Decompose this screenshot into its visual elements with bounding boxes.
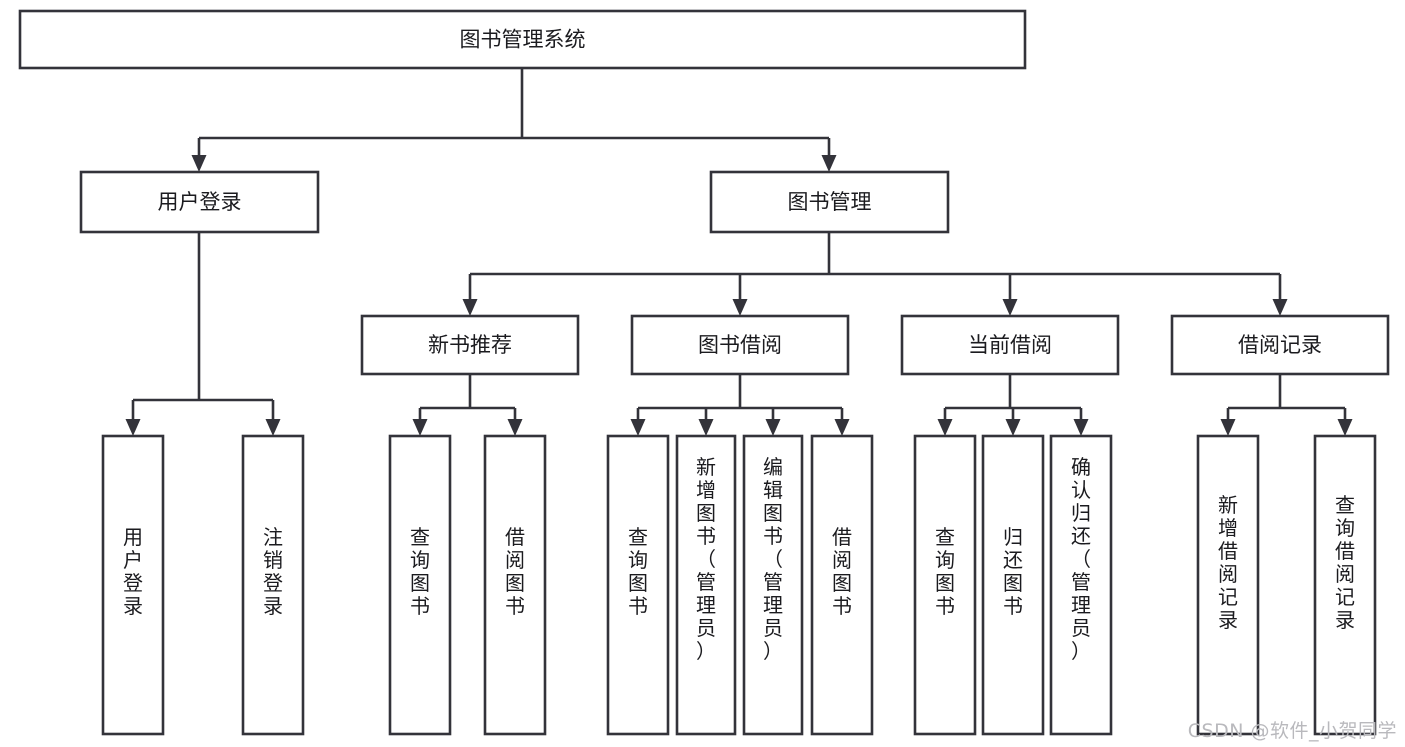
node-box[interactable]	[79, 170, 320, 234]
node-label: 图书借阅	[698, 333, 782, 357]
node-label: 图书管理系统	[460, 28, 586, 52]
arrow-head-icon	[937, 419, 953, 436]
node-leaf-query-record[interactable]: 查询借阅记录	[1313, 434, 1377, 736]
node-leaf-borrow-book-1[interactable]: 借阅图书	[483, 434, 547, 736]
connector-group-borrowrecord-to-leaves	[1220, 374, 1353, 436]
arrow-head-icon	[1002, 299, 1018, 316]
node-box[interactable]	[18, 9, 1027, 70]
arrow-head-icon	[821, 155, 837, 172]
arrow-head-icon	[732, 299, 748, 316]
node-box[interactable]	[606, 434, 670, 736]
node-label: 注销登录	[263, 525, 283, 618]
arrow-head-icon	[1005, 419, 1021, 436]
arrow-head-icon	[412, 419, 428, 436]
connector-layer	[125, 68, 1353, 436]
node-leaf-add-book[interactable]: 新增图书（管理员）	[675, 434, 737, 736]
node-box[interactable]	[810, 434, 874, 736]
node-box[interactable]	[360, 314, 580, 376]
node-box[interactable]	[709, 170, 950, 234]
node-box[interactable]	[1196, 434, 1260, 736]
arrow-head-icon	[265, 419, 281, 436]
node-label: 查询图书	[935, 525, 955, 618]
node-leaf-borrow-book-2[interactable]: 借阅图书	[810, 434, 874, 736]
node-leaf-query-book-1[interactable]: 查询图书	[388, 434, 452, 736]
node-box[interactable]	[483, 434, 547, 736]
node-label: 借阅图书	[505, 525, 525, 618]
arrow-head-icon	[630, 419, 646, 436]
arrow-head-icon	[507, 419, 523, 436]
node-leaf-confirm-return[interactable]: 确认归还（管理员）	[1049, 434, 1113, 736]
node-leaf-user-login[interactable]: 用户登录	[101, 434, 165, 736]
node-box[interactable]	[241, 434, 305, 736]
node-label: 图书管理	[788, 190, 872, 214]
node-borrow-record[interactable]: 借阅记录	[1170, 314, 1390, 376]
node-label: 借阅记录	[1238, 333, 1322, 357]
arrow-head-icon	[765, 419, 781, 436]
node-current-borrow[interactable]: 当前借阅	[900, 314, 1120, 376]
connector-group-bookborrow-to-leaves	[630, 374, 850, 436]
arrow-head-icon	[834, 419, 850, 436]
node-layer: 图书管理系统用户登录图书管理新书推荐图书借阅当前借阅借阅记录用户登录注销登录查询…	[18, 9, 1390, 736]
node-label: 新增图书（管理员）	[696, 455, 716, 663]
node-label: 用户登录	[158, 190, 242, 214]
node-leaf-user-logout[interactable]: 注销登录	[241, 434, 305, 736]
node-leaf-query-book-3[interactable]: 查询图书	[913, 434, 977, 736]
arrow-head-icon	[1220, 419, 1236, 436]
node-new-book-rec[interactable]: 新书推荐	[360, 314, 580, 376]
node-leaf-return-book[interactable]: 归还图书	[981, 434, 1045, 736]
node-leaf-edit-book[interactable]: 编辑图书（管理员）	[742, 434, 804, 736]
node-box[interactable]	[742, 434, 804, 736]
node-label: 查询图书	[410, 525, 430, 618]
node-box[interactable]	[675, 434, 737, 736]
node-book-manage[interactable]: 图书管理	[709, 170, 950, 234]
arrow-head-icon	[462, 299, 478, 316]
node-label: 新书推荐	[428, 333, 512, 357]
node-root[interactable]: 图书管理系统	[18, 9, 1027, 70]
arrow-head-icon	[1272, 299, 1288, 316]
node-label: 确认归还（管理员）	[1071, 455, 1091, 663]
node-box[interactable]	[630, 314, 850, 376]
arrow-head-icon	[698, 419, 714, 436]
node-label: 用户登录	[123, 525, 143, 618]
node-box[interactable]	[388, 434, 452, 736]
node-box[interactable]	[1049, 434, 1113, 736]
connector-group-bookmanage-to-level3	[462, 232, 1288, 316]
connector-group-currentborrow-to-leaves	[937, 374, 1089, 436]
node-label: 借阅图书	[832, 525, 852, 618]
node-box[interactable]	[981, 434, 1045, 736]
node-label: 查询图书	[628, 525, 648, 618]
arrow-head-icon	[125, 419, 141, 436]
node-leaf-query-book-2[interactable]: 查询图书	[606, 434, 670, 736]
node-box[interactable]	[101, 434, 165, 736]
node-box[interactable]	[1170, 314, 1390, 376]
node-box[interactable]	[900, 314, 1120, 376]
connector-group-root-to-level2	[191, 68, 837, 172]
arrow-head-icon	[191, 155, 207, 172]
node-label: 编辑图书（管理员）	[763, 455, 783, 663]
node-box[interactable]	[913, 434, 977, 736]
node-leaf-add-record[interactable]: 新增借阅记录	[1196, 434, 1260, 736]
node-label: 查询借阅记录	[1335, 493, 1355, 632]
csdn-watermark: CSDN @软件_小贺同学	[1187, 720, 1397, 742]
node-label: 归还图书	[1003, 525, 1023, 618]
arrow-head-icon	[1337, 419, 1353, 436]
node-label: 当前借阅	[968, 333, 1052, 357]
node-book-borrow[interactable]: 图书借阅	[630, 314, 850, 376]
connector-group-newbook-to-leaves	[412, 374, 523, 436]
node-label: 新增借阅记录	[1218, 493, 1238, 632]
node-user-login[interactable]: 用户登录	[79, 170, 320, 234]
connector-group-userlogin-to-leaves	[125, 232, 281, 436]
node-box[interactable]	[1313, 434, 1377, 736]
arrow-head-icon	[1073, 419, 1089, 436]
